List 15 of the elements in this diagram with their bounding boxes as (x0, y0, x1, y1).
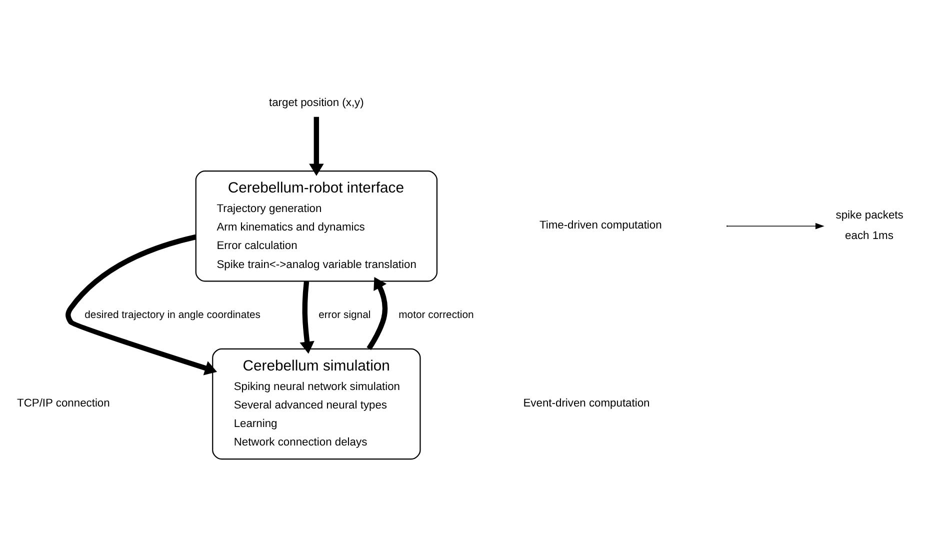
arrow (300, 281, 314, 354)
node-text: spike packets each 1ms (836, 210, 904, 242)
node-text: target position (x,y) (268, 96, 364, 109)
edge-label: desired trajectory in angle coordinates (84, 310, 261, 322)
node-box: Cerebellum simulation Spiking neural network simulation Several advanced neural types Learning Network connection delays (212, 348, 421, 460)
arrow (66, 234, 218, 376)
node-box: Cerebellum-robot interface Trajectory generation Arm kinematics and dynamics Error calculation Spike train<->analog variable translation (195, 170, 438, 282)
arrow (309, 116, 324, 176)
arrow (727, 223, 824, 230)
arrow (366, 276, 388, 350)
label: TCP/IP connection (17, 398, 110, 410)
label: Event-driven computation (523, 398, 650, 410)
label: Time-driven computation (539, 220, 662, 232)
edge-label: error signal (318, 310, 371, 322)
edge-label: motor correction (398, 310, 474, 322)
